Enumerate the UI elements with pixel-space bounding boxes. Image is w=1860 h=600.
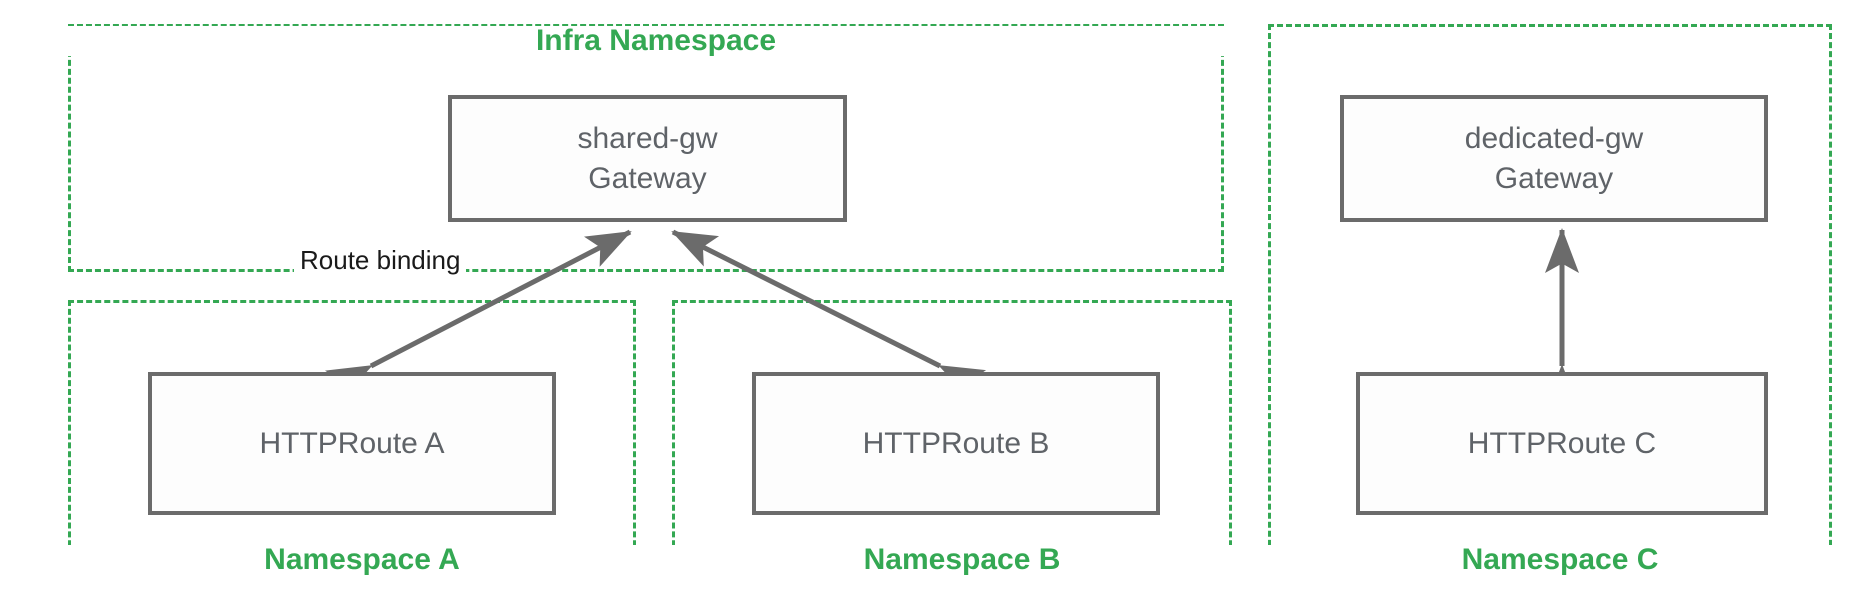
node-dedicated-gw[interactable]: dedicated-gw Gateway: [1340, 95, 1768, 222]
node-dedicated-gw-line1: dedicated-gw: [1464, 121, 1644, 155]
namespace-label-b: Namespace B: [672, 545, 1252, 575]
namespace-label-a: Namespace A: [68, 545, 656, 575]
node-shared-gw[interactable]: shared-gw Gateway: [448, 95, 847, 222]
node-httproute-a-label: HTTPRoute A: [259, 426, 445, 460]
node-httproute-c[interactable]: HTTPRoute C: [1356, 372, 1768, 515]
node-httproute-c-label: HTTPRoute C: [1467, 426, 1657, 460]
node-dedicated-gw-line2: Gateway: [1494, 161, 1614, 195]
namespace-label-c: Namespace C: [1268, 545, 1852, 575]
node-shared-gw-line1: shared-gw: [577, 121, 718, 155]
namespace-container-infra: [68, 24, 1224, 272]
node-httproute-b-label: HTTPRoute B: [862, 426, 1050, 460]
edge-label-route-binding: Route binding: [294, 245, 467, 275]
node-httproute-a[interactable]: HTTPRoute A: [148, 372, 556, 515]
node-shared-gw-line2: Gateway: [588, 161, 707, 195]
namespace-label-infra: Infra Namespace: [68, 26, 1244, 56]
node-httproute-b[interactable]: HTTPRoute B: [752, 372, 1160, 515]
